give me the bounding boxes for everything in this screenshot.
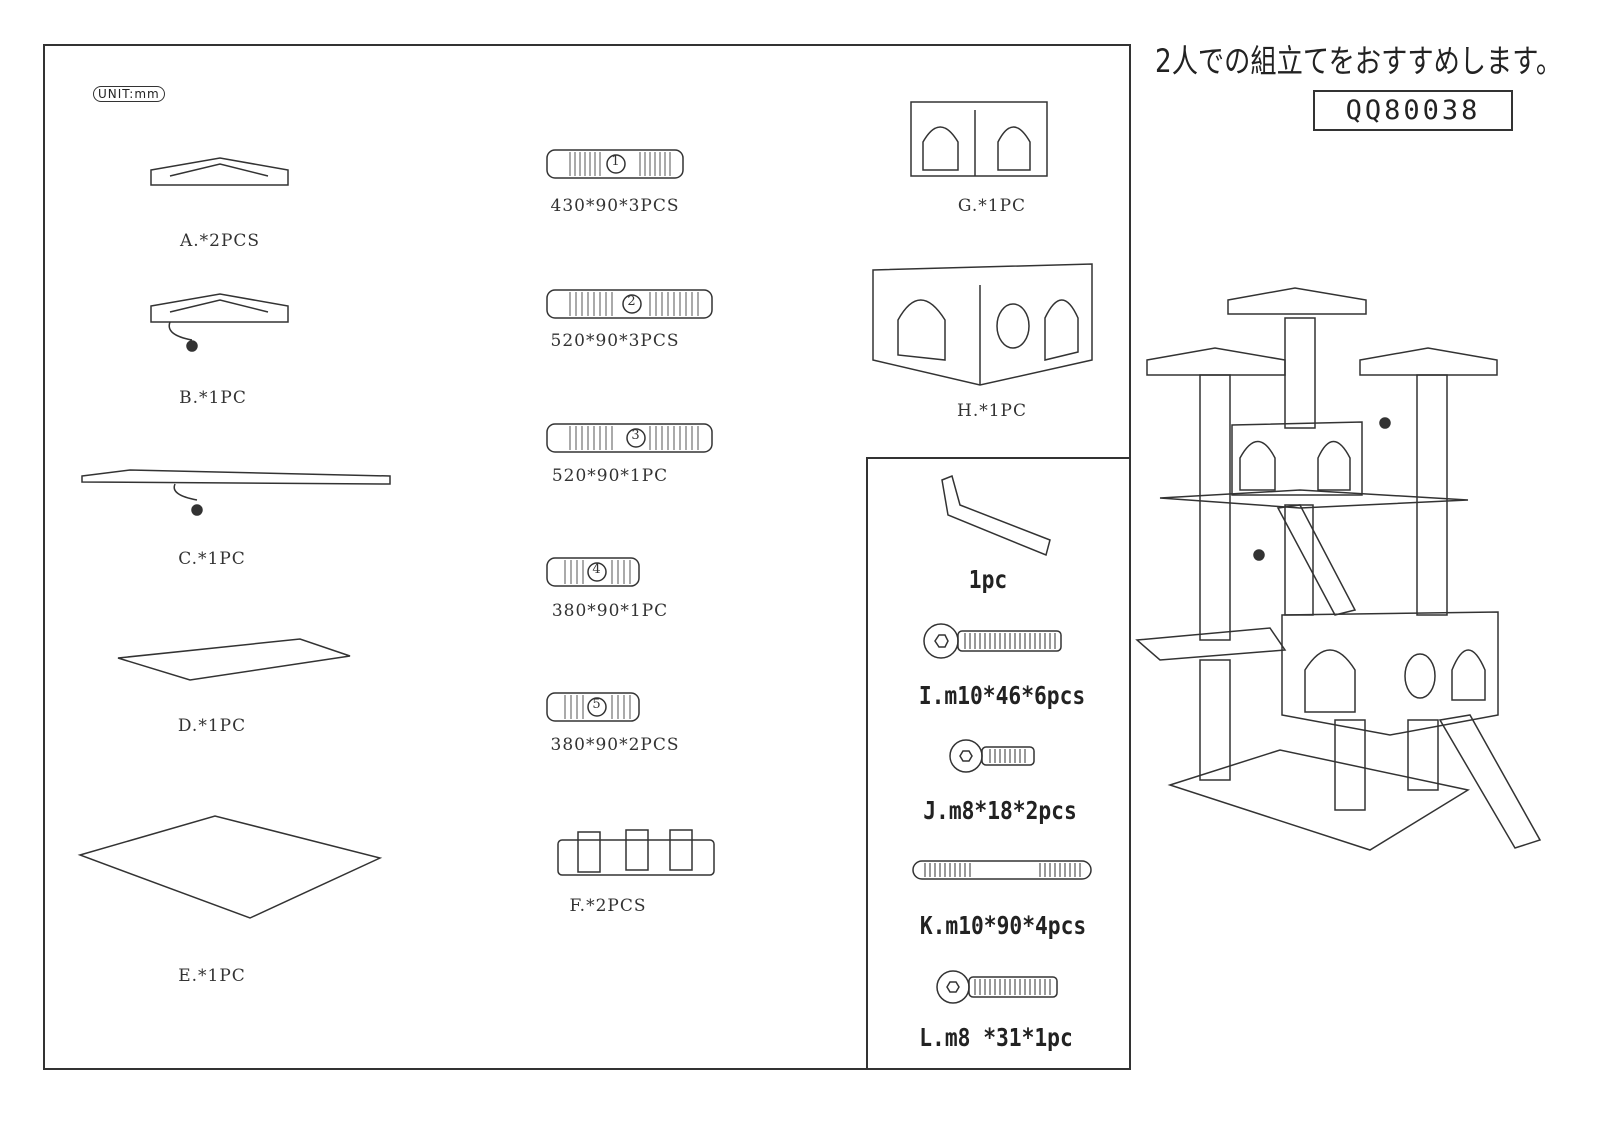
house-g-illustration (910, 101, 1048, 177)
platform-c-illustration (81, 469, 391, 516)
post-5-label: 380*90*2PCS (550, 735, 680, 755)
post-number-1: 1 (611, 154, 621, 169)
part-g-label: G.*1PC (957, 196, 1027, 216)
hardware-illustrations (912, 474, 1092, 1004)
part-e-label: E.*1PC (178, 966, 246, 986)
bolt-k-label: K.m10*90*4pcs (919, 911, 1087, 940)
post-number-2: 2 (627, 294, 637, 309)
post-number-5: 5 (592, 697, 602, 712)
bolt-l-label: L.m8 *31*1pc (919, 1023, 1073, 1052)
post-number-3: 3 (631, 428, 641, 443)
bolt-j-label: J.m8*18*2pcs (923, 796, 1077, 825)
post-illustrations (546, 149, 713, 722)
assembly-recommendation: 2人での組立てをおすすめします。 (1155, 42, 1563, 80)
platform-e-illustration (77, 815, 383, 919)
platform-b-illustration (150, 293, 289, 352)
platform-d-illustration (117, 638, 351, 681)
bolt-i-label: I.m10*46*6pcs (918, 681, 1086, 710)
unit-badge: UNIT:mm (93, 86, 165, 102)
assembled-cat-tree-illustration (1135, 287, 1542, 851)
part-h-label: H.*1PC (957, 401, 1027, 421)
part-b-label: B.*1PC (179, 388, 247, 408)
parts-frame (43, 44, 1131, 1070)
post-4-label: 380*90*1PC (551, 601, 669, 621)
post-3-label: 520*90*1PC (551, 466, 669, 486)
ladder-f-illustration (557, 829, 715, 876)
hardware-frame (866, 457, 1129, 1068)
post-number-4: 4 (592, 562, 602, 577)
post-1-label: 430*90*3PCS (550, 196, 680, 216)
part-c-label: C.*1PC (178, 549, 246, 569)
post-2-label: 520*90*3PCS (550, 331, 680, 351)
wrench-label: 1pc (968, 565, 1008, 594)
platform-a-illustration (150, 157, 289, 186)
part-f-label: F.*2PCS (569, 896, 647, 916)
part-d-label: D.*1PC (177, 716, 247, 736)
part-a-label: A.*2PCS (179, 231, 261, 251)
model-number: QQ80038 (1313, 90, 1513, 131)
house-h-illustration (872, 263, 1093, 386)
